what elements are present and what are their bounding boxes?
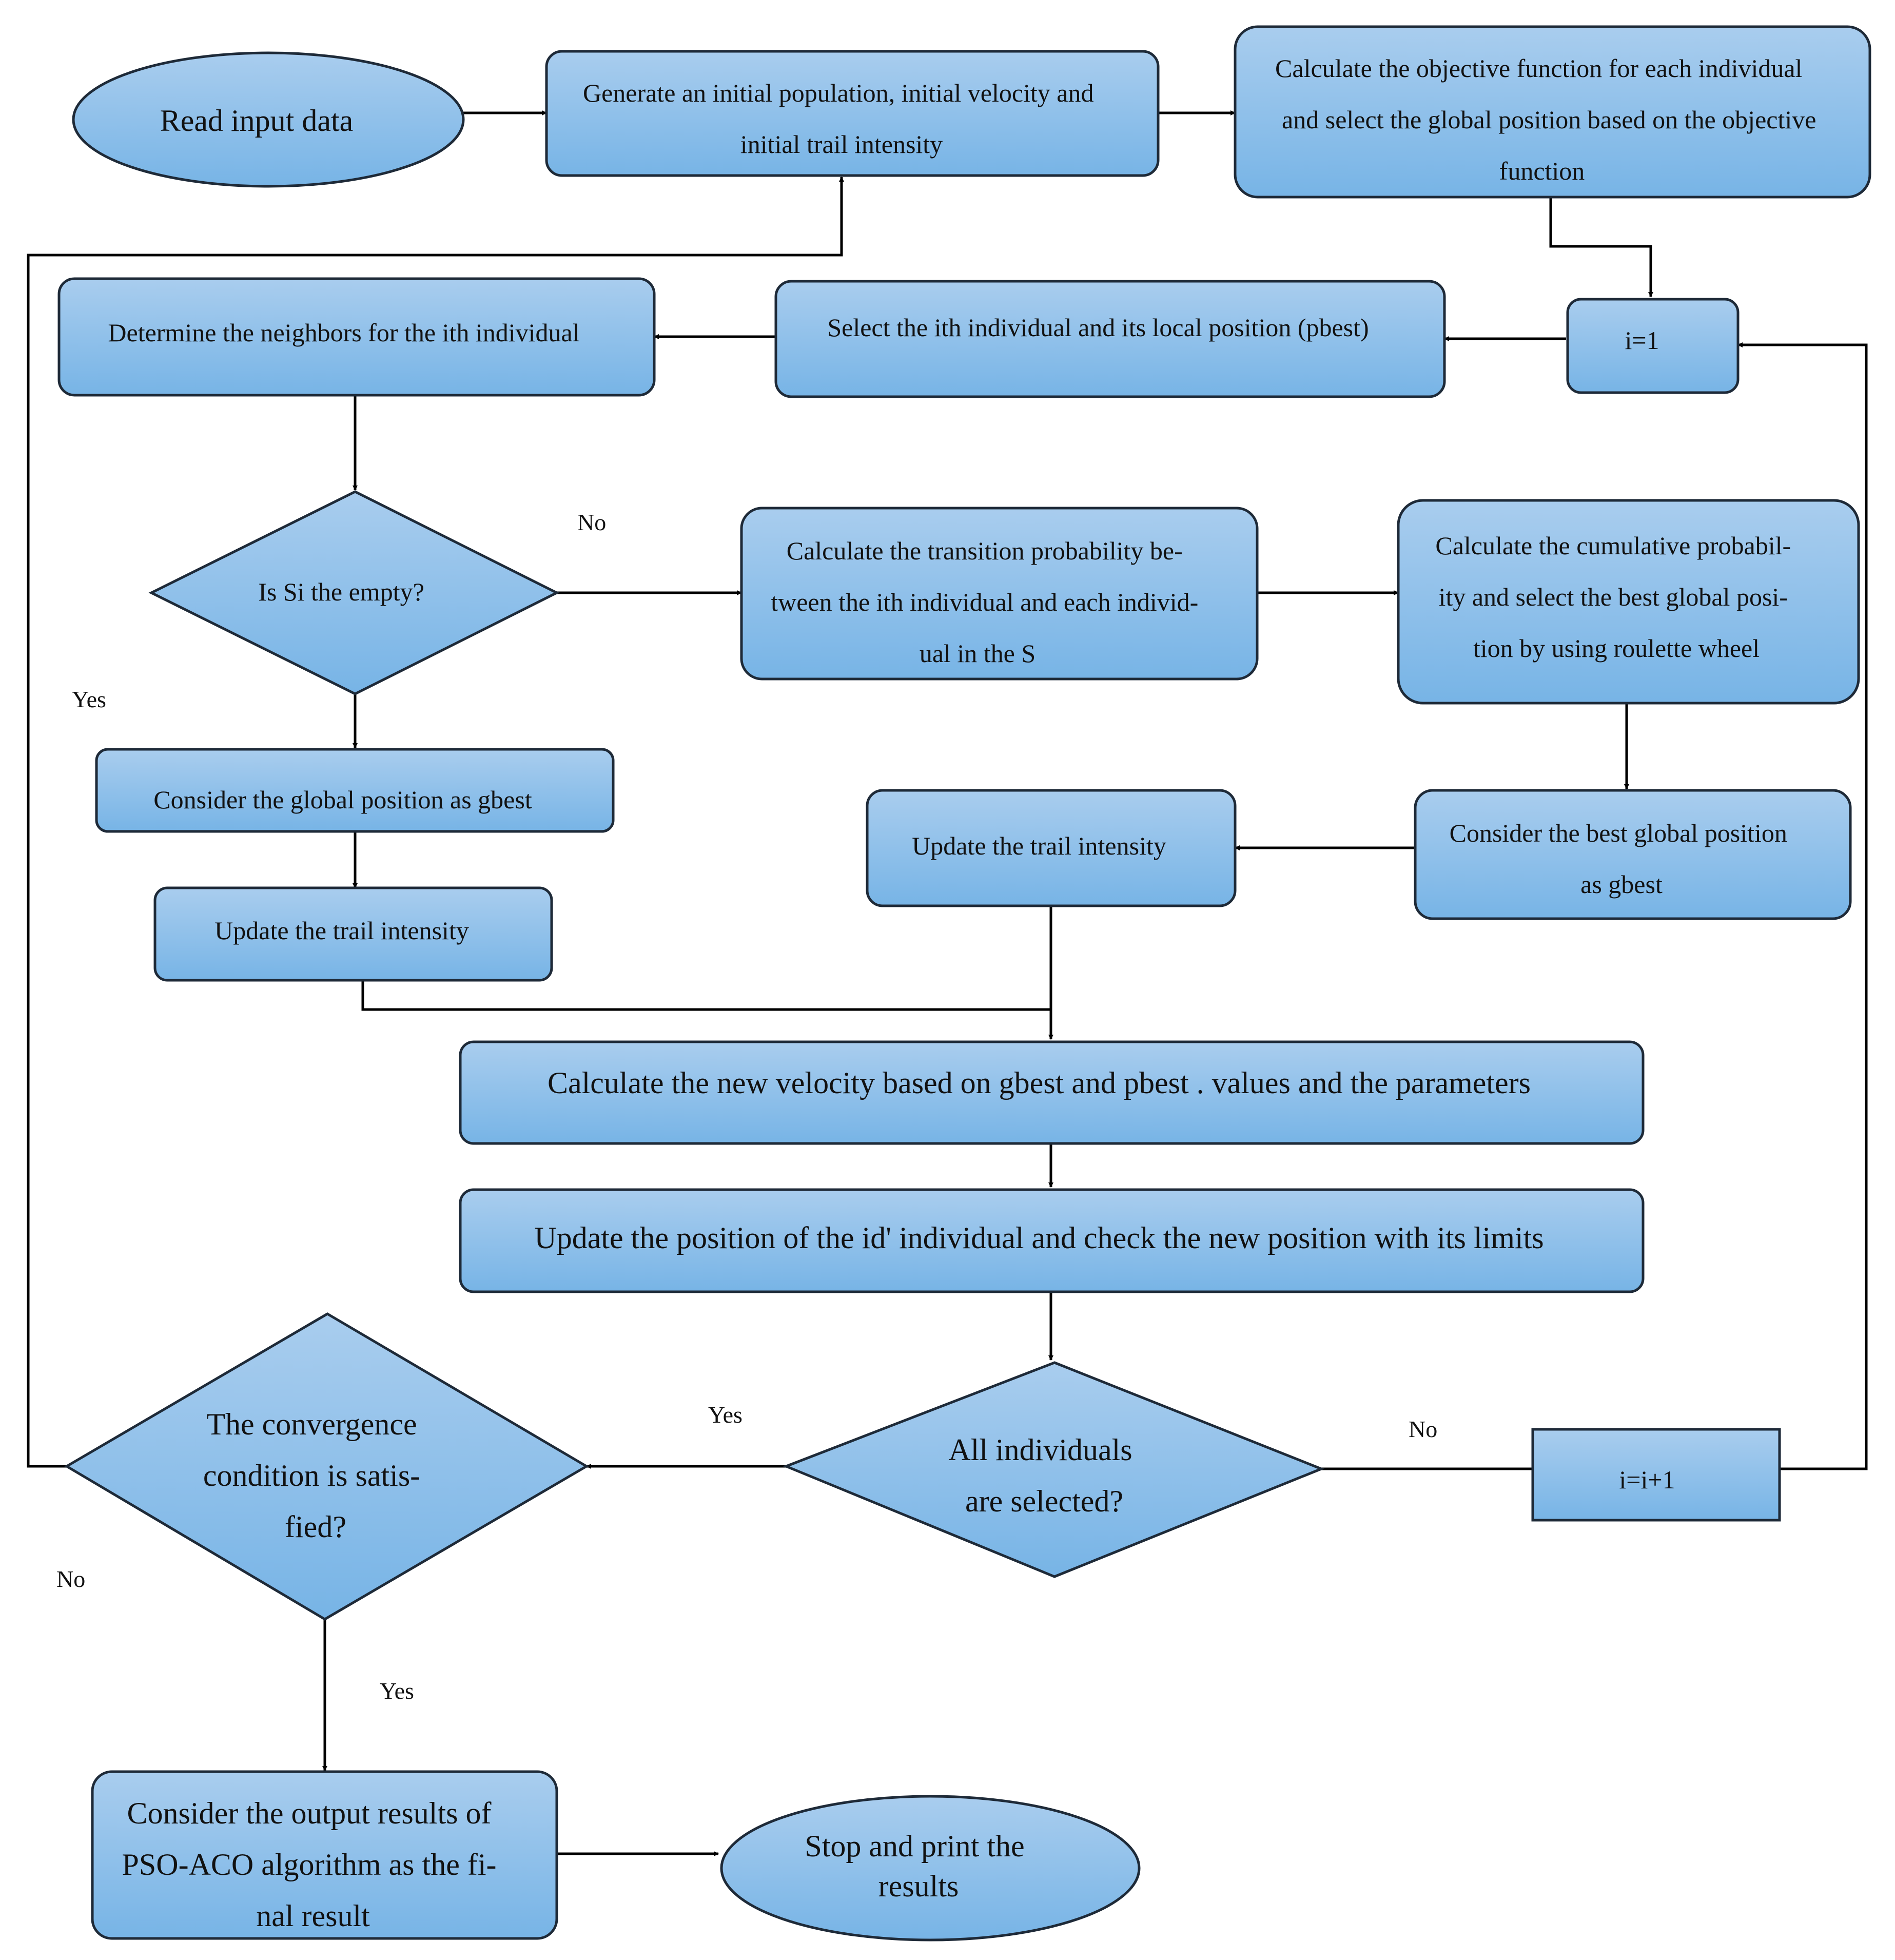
node-i-increment: i=i+1 — [1531, 1428, 1781, 1522]
node-consider-global-gbest: Consider the global position as gbest — [95, 748, 615, 833]
node-calc-objective-text: Calculate the objective function for eac… — [1275, 54, 1823, 185]
node-calc-cumulative-text: Calculate the cumulative probabil- ity a… — [1435, 531, 1797, 663]
branch-labels: No Yes Yes No No Yes — [56, 509, 1437, 1704]
node-stop-print: Stop and print the results — [720, 1795, 1141, 1942]
node-update-position-text: Update the position of the id' individua… — [534, 1221, 1544, 1255]
node-select-individual-text: Select the ith individual and its local … — [827, 313, 1369, 342]
node-consider-best-global-text: Consider the best global position as gbe… — [1450, 819, 1794, 899]
node-calc-transition-text: Calculate the transition probability be-… — [771, 536, 1205, 668]
connector-trail-left-to-merge — [361, 980, 1051, 1011]
node-convergence: The convergence condition is satis- fied… — [64, 1312, 589, 1621]
node-is-si-empty-text: Is Si the empty? — [258, 577, 424, 606]
node-read-input: Read input data — [72, 51, 465, 188]
node-calc-velocity: Calculate the new velocity based on gbes… — [459, 1040, 1645, 1145]
node-calc-cumulative: Calculate the cumulative probabil- ity a… — [1397, 499, 1860, 705]
arrow-convergence-no-loop-to-generate — [27, 177, 844, 1468]
node-update-trail-right: Update the trail intensity — [866, 789, 1237, 907]
node-i-equals-1: i=1 — [1566, 298, 1740, 394]
node-update-trail-left-text: Update the trail intensity — [214, 916, 469, 945]
node-consider-best-global: Consider the best global position as gbe… — [1414, 789, 1852, 920]
arrow-objective-to-i1 — [1549, 197, 1653, 297]
node-update-position: Update the position of the id' individua… — [459, 1188, 1645, 1293]
node-select-individual: Select the ith individual and its local … — [774, 280, 1446, 398]
node-output-results-text: Consider the output results of PSO-ACO a… — [122, 1796, 504, 1933]
node-all-selected-text: All individuals are selected? — [948, 1433, 1140, 1518]
node-update-trail-left: Update the trail intensity — [153, 886, 553, 982]
node-is-si-empty: Is Si the empty? — [148, 490, 560, 695]
node-all-selected: All individuals are selected? — [783, 1361, 1325, 1578]
node-stop-print-text: Stop and print the results — [805, 1829, 1032, 1903]
node-i-increment-text: i=i+1 — [1619, 1465, 1675, 1494]
node-generate-population-text: Generate an initial population, initial … — [583, 79, 1100, 159]
node-calc-objective: Calculate the objective function for eac… — [1234, 25, 1871, 199]
label-no-empty: No — [577, 509, 606, 535]
node-calc-transition: Calculate the transition probability be-… — [740, 507, 1259, 681]
node-calc-velocity-text: Calculate the new velocity based on gbes… — [548, 1066, 1531, 1100]
connectors — [27, 110, 1868, 1856]
node-determine-neighbors: Determine the neighbors for the ith indi… — [57, 277, 656, 397]
label-yes-convergence: Yes — [380, 1678, 414, 1704]
node-output-results: Consider the output results of PSO-ACO a… — [91, 1770, 558, 1940]
node-generate-population: Generate an initial population, initial … — [545, 50, 1160, 177]
node-i-equals-1-text: i=1 — [1625, 326, 1659, 355]
label-no-convergence: No — [56, 1566, 85, 1592]
node-convergence-text: The convergence condition is satis- fied… — [203, 1407, 428, 1544]
label-yes-empty: Yes — [72, 686, 106, 712]
node-determine-neighbors-text: Determine the neighbors for the ith indi… — [108, 318, 579, 347]
label-yes-all: Yes — [708, 1402, 743, 1428]
node-read-input-text: Read input data — [160, 104, 354, 138]
arrow-increment-loop-to-i1 — [1737, 342, 1868, 1470]
node-update-trail-right-text: Update the trail intensity — [912, 831, 1166, 860]
label-no-all: No — [1409, 1416, 1437, 1442]
node-consider-global-gbest-text: Consider the global position as gbest — [153, 785, 532, 814]
